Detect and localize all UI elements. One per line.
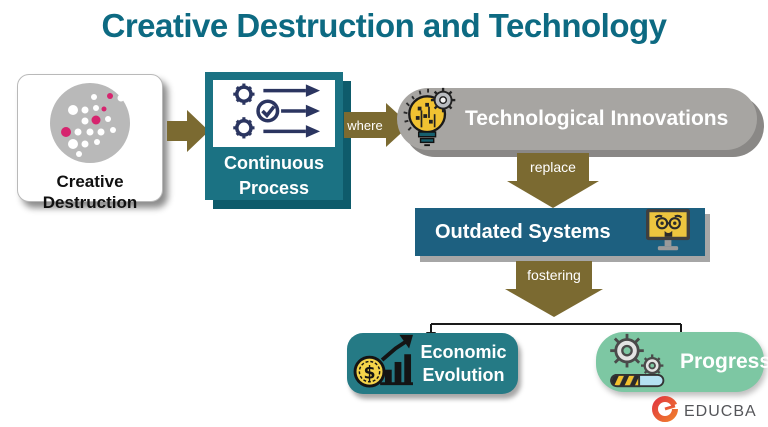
node-economic-evolution: $ Economic Evolution: [347, 333, 518, 394]
node-technological-innovations: Technological Innovations: [397, 86, 757, 153]
node-label: Economic Evolution: [420, 342, 507, 385]
arrow-replace: replace: [507, 153, 599, 208]
icon-panel: [213, 80, 335, 148]
node-outdated-systems: Outdated Systems: [415, 208, 705, 256]
node-label: Progress: [680, 350, 768, 373]
svg-text:$: $: [363, 363, 375, 383]
educba-logo: EDUCBA: [651, 395, 757, 427]
arrow-head-icon: [505, 289, 603, 317]
arrow-head-icon: [187, 110, 209, 152]
arrow-label: where: [344, 112, 386, 138]
node-label: Continuous Process: [224, 153, 324, 198]
coin-growth-chart-icon: $: [353, 333, 415, 394]
arrow-fostering: fostering: [505, 261, 603, 317]
node-creative-destruction: Creative Destruction: [17, 74, 163, 212]
arrow-label: fostering: [516, 261, 592, 289]
gears-progress-bar-icon: [608, 332, 674, 393]
arrow-cd-to-cp: [167, 110, 209, 152]
gears-workflow-icon: [219, 80, 329, 147]
lightbulb-gear-icon: [401, 86, 457, 153]
node-progress: Progress: [596, 332, 768, 393]
arrow-shaft: [167, 121, 187, 141]
arrow-head-icon: [507, 181, 599, 208]
dissolving-dots-icon: [49, 82, 131, 169]
node-label: Creative Destruction: [42, 172, 138, 213]
educba-e-icon: [651, 395, 679, 427]
node-continuous-process: Continuous Process: [205, 72, 343, 200]
old-computer-icon: [639, 208, 697, 257]
arrow-label: replace: [517, 153, 589, 181]
educba-wordmark: EDUCBA: [684, 402, 757, 420]
page-title: Creative Destruction and Technology: [101, 7, 668, 44]
node-label: Technological Innovations: [465, 107, 729, 130]
node-label: Outdated Systems: [435, 220, 611, 243]
